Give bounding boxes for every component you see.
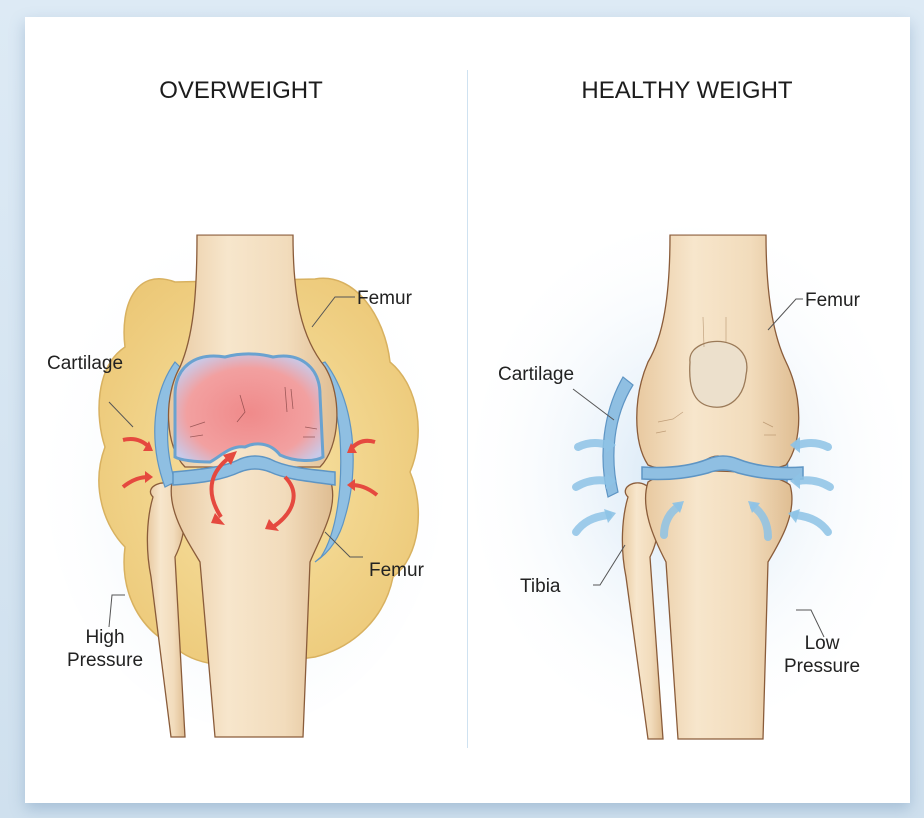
patella bbox=[689, 340, 748, 408]
pressure-arrows-center bbox=[209, 455, 296, 529]
tibia-label: Tibia bbox=[520, 576, 561, 597]
femur-label-bottom: Femur bbox=[369, 560, 424, 581]
overweight-title: OVERWEIGHT bbox=[159, 77, 323, 104]
low-pressure-line1: Low bbox=[804, 633, 840, 654]
panel-divider bbox=[467, 70, 468, 748]
cartilage-label: Cartilage bbox=[47, 353, 124, 374]
healthy-weight-title: HEALTHY WEIGHT bbox=[581, 77, 793, 104]
healthy-weight-panel: HEALTHY WEIGHT bbox=[468, 17, 910, 803]
healthy-knee-illustration bbox=[473, 227, 903, 740]
overweight-panel: OVERWEIGHT bbox=[25, 17, 467, 803]
comparison-card: OVERWEIGHT bbox=[25, 17, 910, 803]
low-pressure-label: Low Pressure bbox=[778, 632, 866, 678]
high-pressure-label: High Pressure bbox=[65, 626, 145, 672]
overweight-knee-illustration bbox=[45, 207, 445, 738]
cartilage-capsule bbox=[602, 376, 634, 498]
inflamed-cartilage bbox=[173, 352, 325, 464]
femur-label: Femur bbox=[805, 290, 860, 311]
pressure-arrows bbox=[572, 438, 834, 541]
low-pressure-line2: Pressure bbox=[783, 656, 861, 677]
fibula-bone bbox=[146, 482, 186, 738]
high-pressure-line1: High bbox=[85, 627, 125, 648]
high-pressure-line2: Pressure bbox=[66, 650, 144, 671]
fibula-bone bbox=[621, 482, 664, 740]
cartilage-label: Cartilage bbox=[498, 364, 575, 385]
femur-label-top: Femur bbox=[357, 288, 412, 309]
